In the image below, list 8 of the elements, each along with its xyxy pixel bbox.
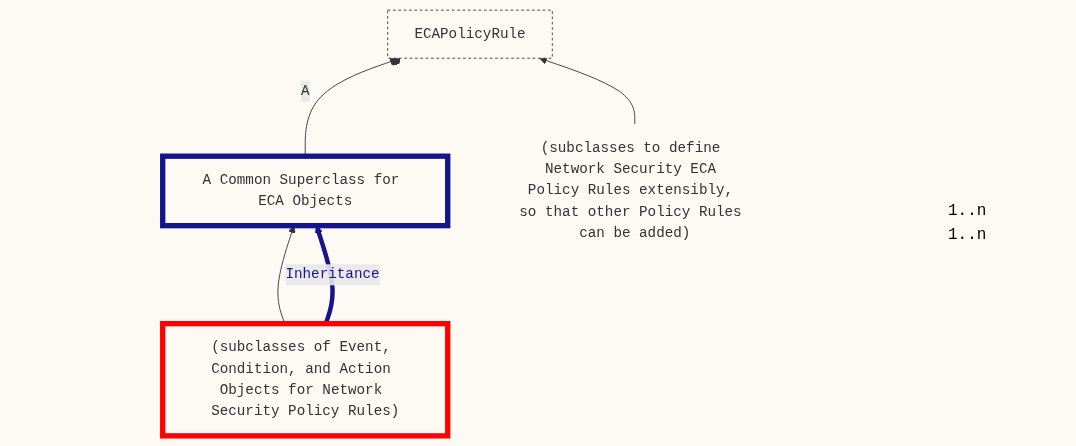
node-box: A Common Superclass for ECA Objects bbox=[160, 153, 451, 229]
multiplicity-label: 1..n bbox=[948, 226, 988, 244]
edge-label: A bbox=[300, 83, 310, 100]
multiplicity-label: 1..n bbox=[948, 202, 988, 220]
node-box: ECAPolicyRule bbox=[387, 9, 553, 59]
node-text: (subclasses to define Network Security ECA Policy Rules extensibly, so that other Policy Rules can be added) bbox=[519, 140, 742, 242]
edge-label: Inheritance bbox=[285, 266, 380, 283]
node-box: (subclasses of Event, Condition, and Action Objects for Network Security Policy Rules) bbox=[160, 320, 451, 439]
